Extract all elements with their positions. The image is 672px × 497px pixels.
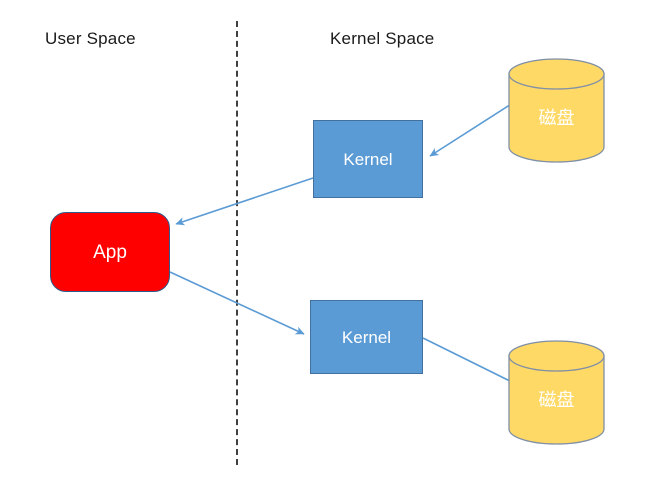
node-disk-bottom-label: 磁盘 [538, 389, 575, 410]
node-app[interactable]: App [50, 212, 170, 292]
node-kernel-bottom[interactable]: Kernel [310, 300, 423, 374]
node-kernel-top-label: Kernel [343, 149, 393, 169]
node-kernel-bottom-label: Kernel [341, 327, 392, 347]
node-kernel-top[interactable]: Kernel [313, 120, 423, 198]
node-app-label: App [93, 241, 127, 263]
zone-label-kernel-space: Kernel Space [330, 29, 435, 48]
node-disk-bottom[interactable]: 磁盘 [508, 340, 605, 445]
arrow-kernel-bottom-to-disk-bottom [422, 337, 519, 386]
arrow-disk-top-to-kernel-top [429, 100, 517, 157]
arrow-kernel-top-to-app [175, 177, 314, 226]
cylinder-icon [508, 340, 605, 445]
zone-label-user-space: User Space [45, 29, 136, 48]
user-kernel-boundary-divider [236, 21, 238, 465]
cylinder-icon [508, 58, 605, 163]
node-disk-top-label: 磁盘 [538, 107, 575, 128]
node-disk-top[interactable]: 磁盘 [508, 58, 605, 163]
